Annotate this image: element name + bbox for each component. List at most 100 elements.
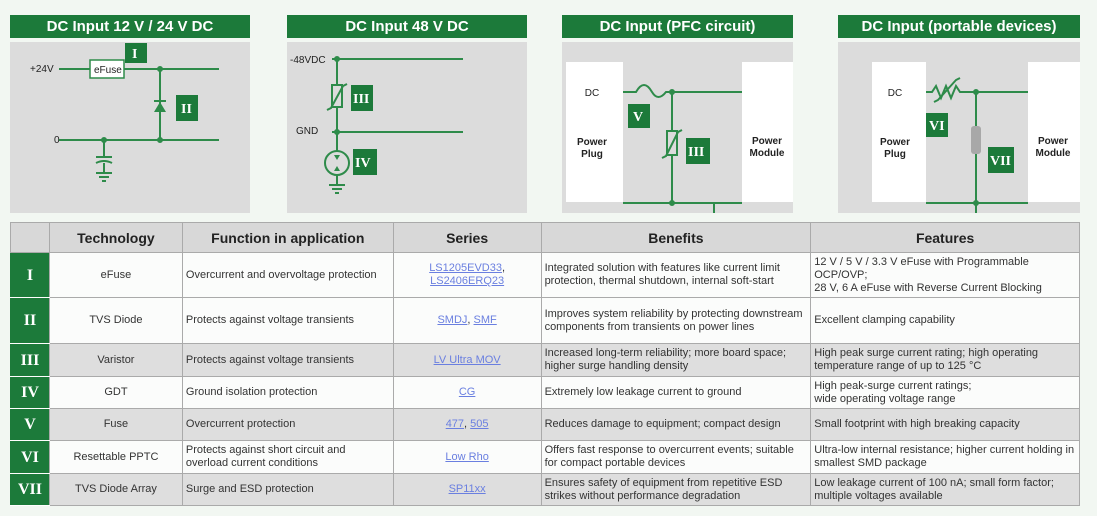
pptc-icon xyxy=(926,83,1028,101)
series-link[interactable]: CG xyxy=(458,386,476,398)
svg-text:Power: Power xyxy=(1038,136,1068,147)
svg-text:II: II xyxy=(181,102,192,117)
series-link[interactable]: SMF xyxy=(473,314,497,326)
svg-text:Power: Power xyxy=(752,136,782,147)
function-cell: Overcurrent and overvoltage protection xyxy=(181,252,394,298)
series-link[interactable]: SP11xx xyxy=(448,483,486,495)
svg-text:DC: DC xyxy=(585,88,599,99)
svg-text:Power: Power xyxy=(880,137,910,148)
features-line: wide operating voltage range xyxy=(814,392,956,405)
panel-dc-pfc: DC Input (PFC circuit) DC Power Plug Pow… xyxy=(562,15,794,214)
svg-text:IV: IV xyxy=(355,156,371,171)
power-plug-box xyxy=(872,62,926,202)
tag-VI: VI xyxy=(926,113,948,137)
label-48vdc: -48VDC xyxy=(290,55,326,66)
table-row: III Varistor Protects against voltage tr… xyxy=(10,343,1080,377)
features-cell: High peak-surge current ratings;wide ope… xyxy=(810,376,1080,409)
features-cell: 12 V / 5 V / 3.3 V eFuse with Programmab… xyxy=(810,252,1080,298)
function-cell: Protects against voltage transients xyxy=(181,343,394,377)
features-line: Small footprint with high breaking capac… xyxy=(814,418,1020,430)
header-technology: Technology xyxy=(48,222,183,253)
function-cell: Protects against voltage transients xyxy=(181,297,394,344)
function-cell: Protects against short circuit and overl… xyxy=(181,440,394,474)
series-cell: SMDJ, SMF xyxy=(392,297,542,344)
series-link[interactable]: LS2406ERQ23 xyxy=(430,275,505,287)
power-plug-box xyxy=(566,62,623,202)
technology-cell: Fuse xyxy=(48,408,183,441)
series-cell: SP11xx xyxy=(392,473,542,506)
features-cell: Low leakage current of 100 nA; small for… xyxy=(810,473,1080,506)
header-features: Features xyxy=(810,222,1080,253)
tag-III: III xyxy=(351,85,373,111)
svg-text:I: I xyxy=(132,47,137,62)
svg-text:VI: VI xyxy=(929,119,945,134)
features-line: 28 V, 6 A eFuse with Reverse Current Blo… xyxy=(814,281,1042,294)
technology-cell: Varistor xyxy=(48,343,183,377)
table-row: I eFuse Overcurrent and overvoltage prot… xyxy=(10,252,1080,298)
series-cell: Low Rho xyxy=(392,440,542,474)
header-num xyxy=(10,222,50,253)
function-cell: Surge and ESD protection xyxy=(181,473,394,506)
series-link[interactable]: SMDJ xyxy=(437,314,468,326)
circuit-diagram: -48VDC GND III IV xyxy=(287,42,527,213)
benefits-cell: Integrated solution with features like c… xyxy=(540,252,812,298)
tag-VII: VII xyxy=(988,147,1014,173)
features-cell: High peak surge current rating; high ope… xyxy=(810,343,1080,377)
features-line: High peak surge current rating; high ope… xyxy=(814,347,1039,372)
gdt-icon xyxy=(324,150,350,176)
header-function: Function in application xyxy=(181,222,394,253)
benefits-cell: Ensures safety of equipment from repetit… xyxy=(540,473,812,506)
function-cell: Ground isolation protection xyxy=(181,376,394,409)
efuse-icon xyxy=(89,59,125,79)
svg-text:III: III xyxy=(353,92,369,107)
features-line: Ultra-low internal resistance; higher cu… xyxy=(814,444,1075,469)
series-link[interactable]: 505 xyxy=(470,418,489,430)
svg-text:VII: VII xyxy=(990,154,1011,169)
technology-cell: GDT xyxy=(48,376,183,409)
svg-text:Plug: Plug xyxy=(581,149,603,160)
svg-text:Power: Power xyxy=(577,137,607,148)
tag-I: I xyxy=(125,43,147,63)
features-cell: Small footprint with high breaking capac… xyxy=(810,408,1080,441)
svg-text:III: III xyxy=(688,145,704,160)
features-cell: Excellent clamping capability xyxy=(810,297,1080,344)
svg-text:DC: DC xyxy=(888,88,902,99)
panel-title: DC Input (PFC circuit) xyxy=(562,15,793,38)
row-number: VII xyxy=(10,473,50,506)
technology-cell: Resettable PPTC xyxy=(48,440,183,474)
series-link[interactable]: 477 xyxy=(445,418,465,430)
fuse-icon xyxy=(623,84,742,98)
benefits-cell: Increased long-term reliability; more bo… xyxy=(540,343,812,377)
row-number: V xyxy=(10,408,50,441)
panel-dc-portable: DC Input (portable devices) DC Power Plu… xyxy=(838,15,1080,214)
efuse-label: eFuse xyxy=(94,65,122,76)
series-cell: LS1205EVD33,LS2406ERQ23 xyxy=(392,252,542,298)
series-link[interactable]: LS1205EVD33 xyxy=(429,262,502,274)
technology-cell: TVS Diode xyxy=(48,297,183,344)
svg-text:Module: Module xyxy=(750,148,785,159)
row-number: I xyxy=(10,252,50,298)
table-row: IV GDT Ground isolation protection CG Ex… xyxy=(10,376,1080,409)
circuit-diagram: DC Power Plug Power Module V III xyxy=(562,42,794,214)
row-number: VI xyxy=(10,440,50,474)
benefits-cell: Extremely low leakage current to ground xyxy=(540,376,812,409)
features-line: Low leakage current of 100 nA; small for… xyxy=(814,476,1054,502)
table-row: VI Resettable PPTC Protects against shor… xyxy=(10,440,1080,474)
circuit-diagram: +24V 0 eFuse I II xyxy=(10,42,250,213)
series-link[interactable]: LV Ultra MOV xyxy=(433,353,501,366)
row-number: III xyxy=(10,343,50,377)
series-link[interactable]: Low Rho xyxy=(445,450,489,463)
panel-title: DC Input 48 V DC xyxy=(287,15,527,38)
row-number: IV xyxy=(10,376,50,409)
table-row: V Fuse Overcurrent protection 477, 505 R… xyxy=(10,408,1080,441)
tag-V: V xyxy=(628,104,650,128)
tvs-diode-array-icon xyxy=(971,126,981,154)
table-row: VII TVS Diode Array Surge and ESD protec… xyxy=(10,473,1080,506)
panel-dc-48v: DC Input 48 V DC -48VDC GND III IV xyxy=(287,15,527,213)
svg-text:V: V xyxy=(633,110,643,125)
row-number: II xyxy=(10,297,50,344)
header-series: Series xyxy=(392,222,542,253)
label-gnd: GND xyxy=(296,126,318,137)
benefits-cell: Offers fast response to overcurrent even… xyxy=(540,440,812,474)
panel-title: DC Input (portable devices) xyxy=(838,15,1080,38)
